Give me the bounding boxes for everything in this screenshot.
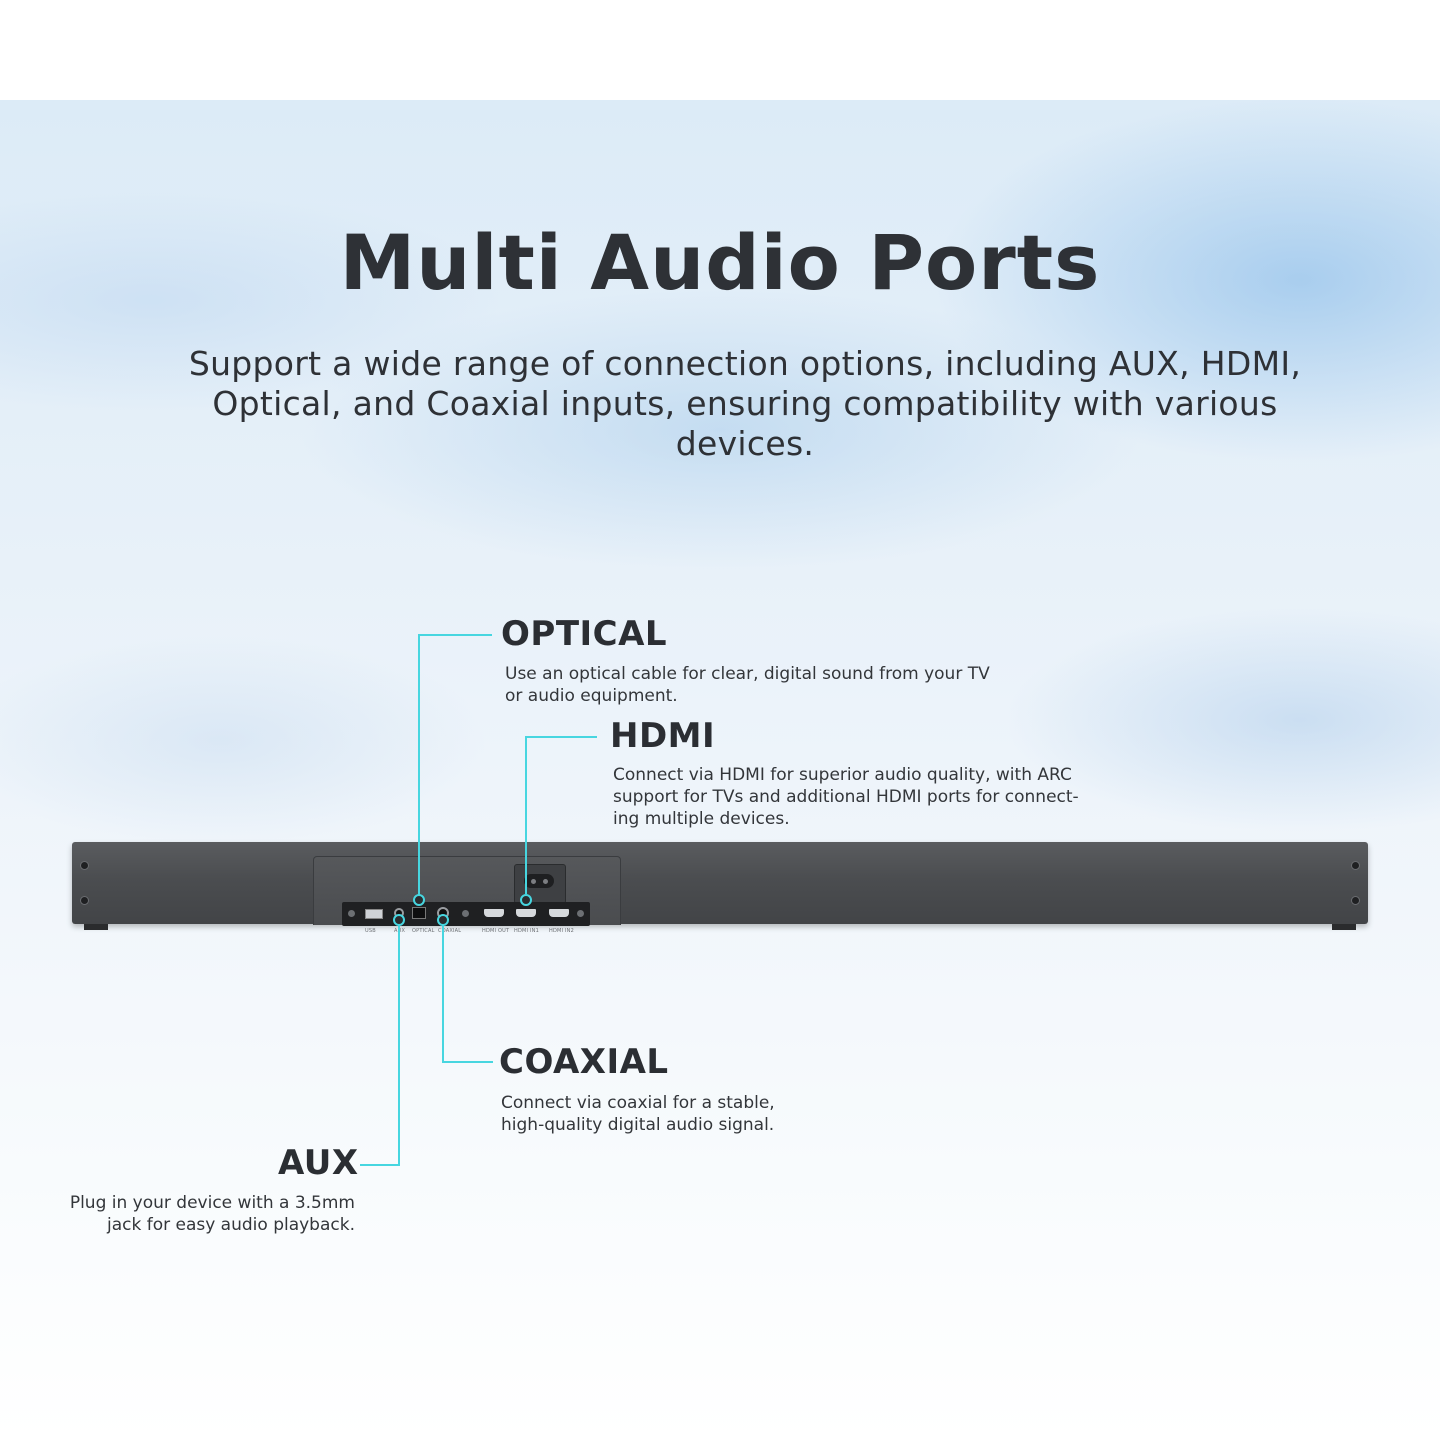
port-label-hdmi-in1: HDMI IN1 (514, 928, 539, 934)
optical-connector-vertical (418, 634, 420, 899)
soundbar-foot-right (1332, 924, 1356, 930)
hdmi-in2-port (549, 909, 569, 917)
coaxial-description: Connect via coaxial for a stable, high-q… (501, 1092, 775, 1136)
aux-connector-dot (393, 914, 405, 926)
background-banner (0, 100, 1440, 1440)
optical-desc-line-2: or audio equipment. (505, 686, 678, 706)
coaxial-connector-dot (437, 914, 449, 926)
soundbar-image (72, 842, 1368, 924)
screw (1352, 897, 1359, 904)
power-pin (531, 879, 536, 884)
subtitle-line-1: Support a wide range of connection optio… (188, 344, 1302, 383)
optical-port (412, 907, 426, 919)
subtitle-line-2: Optical, and Coaxial inputs, ensuring co… (212, 384, 1278, 423)
hdmi-connector-vertical (525, 736, 527, 894)
coaxial-desc-line-2: high-quality digital audio signal. (501, 1115, 775, 1135)
screw (81, 897, 88, 904)
aux-connector-horizontal (360, 1164, 400, 1166)
hdmi-connector-dot (520, 894, 532, 906)
power-plug (524, 874, 554, 888)
port-label-usb: USB (365, 928, 376, 934)
panel-screw (462, 910, 469, 917)
usb-port (365, 909, 383, 919)
port-label-coaxial: COAXIAL (438, 928, 462, 934)
page-title: Multi Audio Ports (339, 218, 1101, 307)
power-pin (543, 879, 548, 884)
aux-heading: AUX (278, 1143, 359, 1183)
screw (1352, 862, 1359, 869)
panel-screw (577, 910, 584, 917)
hdmi-desc-line-1: Connect via HDMI for superior audio qual… (613, 765, 1072, 785)
aux-desc-line-2: jack for easy audio playback. (106, 1215, 355, 1235)
optical-desc-line-1: Use an optical cable for clear, digital … (505, 664, 990, 684)
page-subtitle: Support a wide range of connection optio… (160, 344, 1330, 464)
coaxial-desc-line-1: Connect via coaxial for a stable, (501, 1093, 775, 1113)
port-label-optical: OPTICAL (412, 928, 435, 934)
optical-description: Use an optical cable for clear, digital … (505, 663, 990, 707)
hdmi-connector-horizontal (525, 736, 597, 738)
hdmi-out-port (484, 909, 504, 917)
hdmi-in1-port (516, 909, 536, 917)
hdmi-heading: HDMI (610, 716, 716, 756)
aux-description: Plug in your device with a 3.5mm jack fo… (40, 1192, 355, 1236)
port-label-hdmi-out: HDMI OUT (482, 928, 510, 934)
aux-desc-line-1: Plug in your device with a 3.5mm (69, 1193, 355, 1213)
screw (81, 862, 88, 869)
coaxial-connector-vertical (442, 918, 444, 1063)
port-label-hdmi-in2: HDMI IN2 (549, 928, 574, 934)
aux-connector-vertical (398, 918, 400, 1166)
optical-connector-horizontal (418, 634, 492, 636)
subtitle-line-3: devices. (675, 424, 815, 463)
coaxial-heading: COAXIAL (499, 1042, 669, 1082)
hdmi-desc-line-3: ing multiple devices. (613, 809, 790, 829)
hdmi-description: Connect via HDMI for superior audio qual… (613, 764, 1079, 830)
coaxial-connector-horizontal (442, 1061, 493, 1063)
optical-connector-dot (413, 894, 425, 906)
soundbar-foot-left (84, 924, 108, 930)
panel-screw (348, 910, 355, 917)
hdmi-desc-line-2: support for TVs and additional HDMI port… (613, 787, 1079, 807)
optical-heading: OPTICAL (501, 614, 668, 654)
